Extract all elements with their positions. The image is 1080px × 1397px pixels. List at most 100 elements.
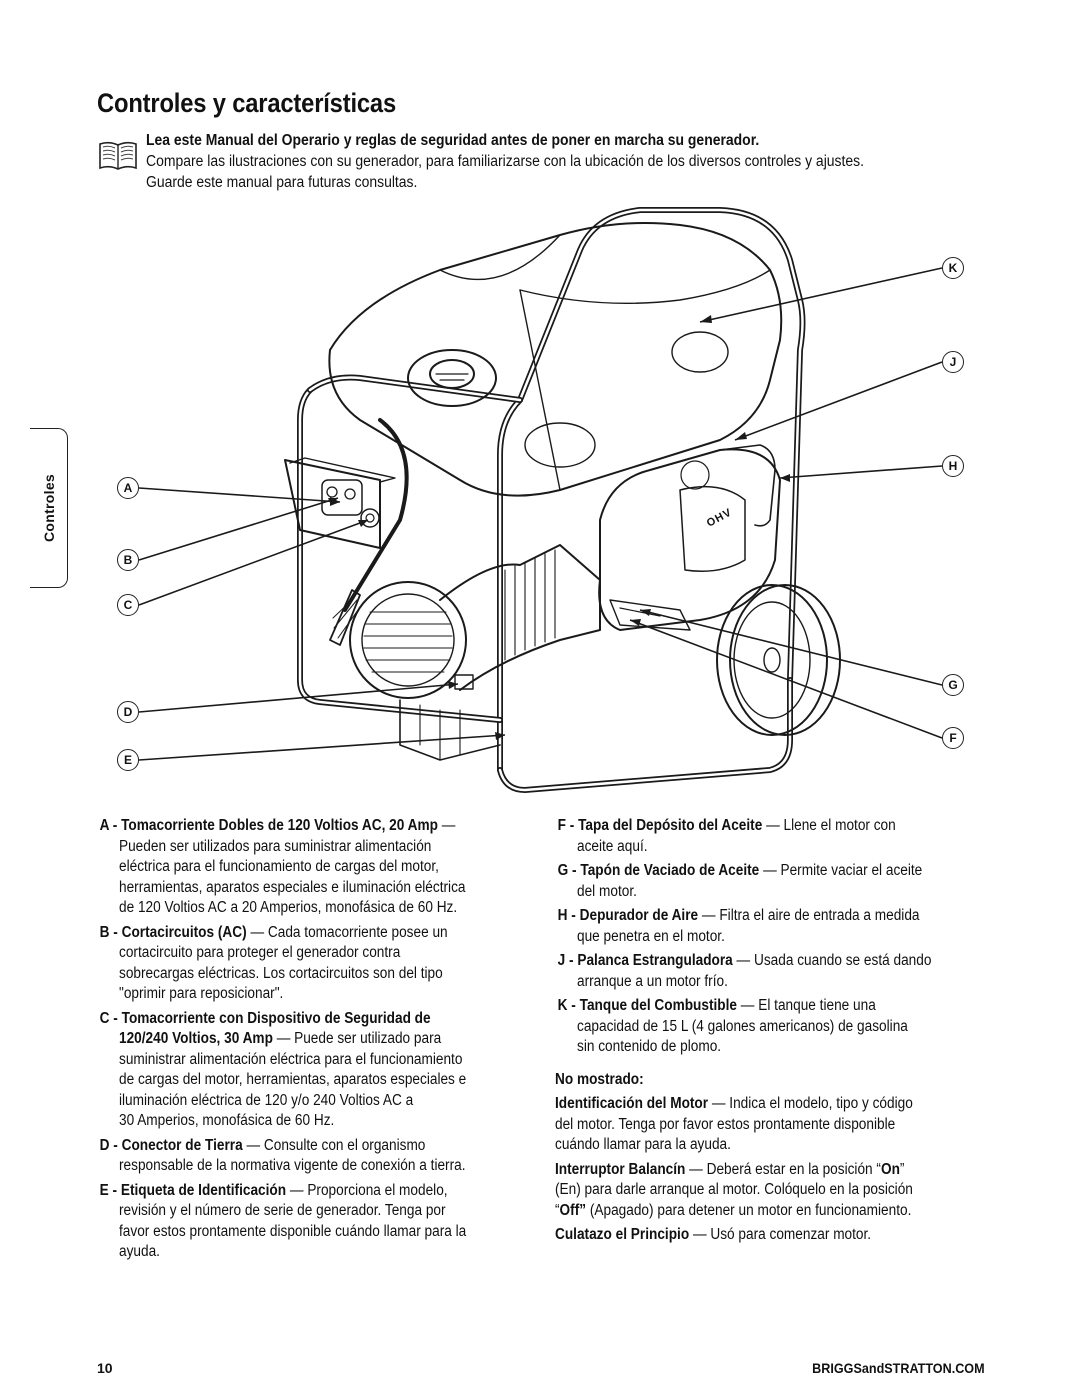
item-line: arranque a un motor frío. — [577, 972, 728, 990]
item-first: — Puede ser utilizado para — [276, 1030, 442, 1047]
para-first: — Indica el modelo, tipo y código — [711, 1095, 913, 1112]
item-first: — Permite vaciar el aceite — [763, 862, 923, 879]
item-line: de cargas del motor, herramientas, apara… — [119, 1071, 467, 1088]
para-title: Culatazo el Principio — [555, 1226, 690, 1243]
item-line: "oprimir para reposicionar". — [119, 985, 284, 1002]
book-icon — [99, 141, 137, 170]
intro-line: Guarde este manual para futuras consulta… — [146, 174, 418, 191]
item-first: — Usada cuando se está dando — [736, 952, 932, 969]
item-key: H — [557, 907, 568, 924]
item-line: favor estos prontamente disponible cuánd… — [119, 1222, 467, 1240]
para-first: — Deberá estar en la posición “ — [689, 1160, 881, 1178]
item-title: Palanca Estranguladora — [577, 952, 733, 969]
item-g: G - Tapón de Vaciado de Aceite — Permite… — [555, 861, 985, 902]
item-line: de 120 Voltios AC a 20 Amperios, monofás… — [119, 899, 458, 916]
item-title: Etiqueta de Identificación — [120, 1181, 287, 1199]
item-line: 30 Amperios, monofásica de 60 Hz. — [119, 1112, 335, 1129]
item-first: — Proporciona el modelo, — [289, 1181, 448, 1199]
callout-b: B — [117, 549, 139, 571]
item-line: cortacircuito para proteger el generador… — [119, 944, 401, 961]
callout-d: D — [117, 701, 139, 723]
item-first: — Filtra el aire de entrada a medida — [701, 907, 920, 924]
callout-a: A — [117, 477, 139, 499]
generator-illustration: OHV A B C D E F G H J K — [0, 200, 1080, 800]
item-line: sobrecargas eléctricas. Los cortacircuit… — [119, 964, 443, 982]
quote-open: “ — [555, 1201, 560, 1219]
item-line: ayuda. — [119, 1243, 160, 1260]
para-line: (En) para darle arranque al motor. Colóq… — [555, 1181, 913, 1198]
item-key: G — [557, 862, 569, 879]
recoil-start-para: Culatazo el Principio — Usó para comenza… — [555, 1225, 985, 1246]
item-f: F - Tapa del Depósito del Aceite — Llene… — [555, 816, 985, 857]
item-line: eléctrica para el funcionamiento de carg… — [119, 858, 439, 875]
para-line: cuándo llamar para la ayuda. — [555, 1136, 731, 1153]
page-number: 10 — [97, 1360, 113, 1376]
item-c: C - Tomacorriente con Dispositivo de Seg… — [97, 1009, 529, 1132]
item-title: Cortacircuitos (AC) — [121, 923, 247, 941]
item-title: Tomacorriente Dobles de 120 Voltios AC, … — [121, 817, 438, 834]
item-a: A - Tomacorriente Dobles de 120 Voltios … — [97, 816, 529, 919]
rocker-switch-para: Interruptor Balancín — Deberá estar en l… — [555, 1160, 985, 1222]
item-line: suministrar alimentación eléctrica para … — [119, 1050, 463, 1068]
callout-k: K — [942, 257, 964, 279]
para-title: Interruptor Balancín — [555, 1160, 686, 1178]
item-line: revisión y el número de serie de generad… — [119, 1202, 446, 1219]
item-title: Tapón de Vaciado de Aceite — [580, 862, 760, 879]
item-e: E - Etiqueta de Identificación — Proporc… — [97, 1181, 529, 1263]
item-j: J - Palanca Estranguladora — Usada cuand… — [555, 951, 985, 992]
item-key: E — [99, 1181, 109, 1199]
item-h: H - Depurador de Aire — Filtra el aire d… — [555, 906, 985, 947]
item-first: — Consulte con el organismo — [246, 1136, 426, 1154]
item-key: A — [99, 817, 109, 834]
callout-c: C — [117, 594, 139, 616]
item-line: aceite aquí. — [577, 837, 648, 855]
intro-bold: Lea este Manual del Operario y reglas de… — [146, 132, 760, 149]
callout-j: J — [942, 351, 964, 373]
item-line: iluminación eléctrica de 120 y/o 240 Vol… — [119, 1091, 414, 1109]
not-shown-heading: No mostrado: — [555, 1070, 644, 1088]
para-title: Identificación del Motor — [555, 1095, 709, 1112]
item-title: Tomacorriente con Dispositivo de Segurid… — [121, 1009, 431, 1027]
item-title: Conector de Tierra — [121, 1136, 243, 1154]
item-line: sin contenido de plomo. — [577, 1038, 722, 1055]
item-first: — Cada tomacorriente posee un — [250, 923, 448, 941]
off-word: Off” — [559, 1201, 587, 1219]
quote-close: ” — [899, 1160, 905, 1178]
item-line: Pueden ser utilizados para suministrar a… — [119, 837, 432, 855]
para-line: del motor. Tenga por favor estos prontam… — [555, 1115, 896, 1133]
item-title-2: 120/240 Voltios, 30 Amp — [119, 1030, 273, 1047]
right-column: F - Tapa del Depósito del Aceite — Llene… — [555, 816, 985, 1250]
item-key: D — [99, 1136, 110, 1154]
item-line: herramientas, aparatos especiales e ilum… — [119, 878, 466, 896]
item-line: que penetra en el motor. — [577, 927, 725, 945]
item-d: D - Conector de Tierra — Consulte con el… — [97, 1136, 529, 1177]
item-first: — Llene el motor con — [766, 817, 896, 834]
item-dash: — — [441, 817, 456, 834]
callout-f: F — [942, 727, 964, 749]
item-title: Tanque del Combustible — [579, 997, 738, 1014]
item-b: B - Cortacircuitos (AC) — Cada tomacorri… — [97, 923, 529, 1005]
item-title: Tapa del Depósito del Aceite — [578, 817, 763, 834]
item-key: B — [99, 923, 110, 941]
callout-e: E — [117, 749, 139, 771]
item-first: — El tanque tiene una — [740, 997, 876, 1014]
item-title: Depurador de Aire — [579, 907, 699, 924]
on-word: On — [880, 1160, 900, 1178]
intro-line: Compare las ilustraciones con su generad… — [146, 153, 865, 170]
callout-g: G — [942, 674, 964, 696]
intro-text: Lea este Manual del Operario y reglas de… — [146, 130, 976, 193]
item-line: responsable de la normativa vigente de c… — [119, 1157, 466, 1174]
item-key: J — [557, 952, 566, 969]
callout-h: H — [942, 455, 964, 477]
website-url: BRIGGSandSTRATTON.COM — [812, 1360, 985, 1376]
section-side-tab: Controles — [30, 428, 68, 588]
page-title: Controles y características — [97, 88, 397, 118]
item-line: capacidad de 15 L (4 galones americanos)… — [577, 1017, 908, 1035]
para-first: — Usó para comenzar motor. — [692, 1226, 872, 1243]
left-column: A - Tomacorriente Dobles de 120 Voltios … — [97, 816, 529, 1267]
item-k: K - Tanque del Combustible — El tanque t… — [555, 996, 985, 1058]
generator-drawing — [138, 207, 943, 793]
para-line: (Apagado) para detener un motor en funci… — [586, 1201, 912, 1219]
engine-id-para: Identificación del Motor — Indica el mod… — [555, 1094, 985, 1156]
item-key: C — [99, 1009, 110, 1027]
